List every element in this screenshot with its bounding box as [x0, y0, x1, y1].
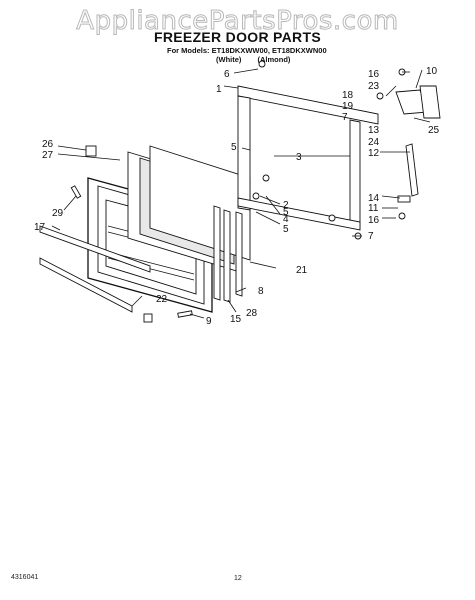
small-parts — [70, 145, 336, 323]
callout-11: 11 — [368, 203, 379, 214]
callout-4: 4 — [283, 214, 289, 225]
callout-7a: 7 — [342, 112, 348, 123]
callout-23: 23 — [368, 81, 380, 92]
callout-12: 12 — [368, 148, 380, 159]
callout-8: 8 — [258, 286, 264, 297]
callout-9: 9 — [206, 316, 212, 327]
handle-bars — [39, 225, 151, 313]
callout-10: 10 — [426, 66, 438, 77]
page-title: FREEZER DOOR PARTS — [154, 29, 321, 45]
document-number: 4316041 — [11, 574, 39, 581]
callout-5c: 5 — [283, 224, 289, 235]
callout-5a: 5 — [231, 142, 237, 153]
callout-16a: 16 — [368, 69, 380, 80]
callout-27: 27 — [42, 150, 54, 161]
gasket-strips — [213, 205, 243, 303]
callout-22: 22 — [156, 294, 168, 305]
callout-16b: 16 — [368, 215, 380, 226]
callout-21: 21 — [296, 265, 308, 276]
callout-14: 14 — [368, 193, 380, 204]
callout-6: 6 — [224, 69, 230, 80]
callout-7b: 7 — [368, 231, 374, 242]
callout-17: 17 — [34, 222, 46, 233]
callout-18: 18 — [342, 90, 354, 101]
callout-13: 13 — [368, 125, 380, 136]
watermark: AppliancePartsPros.com — [76, 6, 399, 37]
callout-15: 15 — [230, 314, 242, 325]
callout-29: 29 — [52, 208, 64, 219]
models-line: For Models: ET18DKXWW00, ET18DKXWN00 — [167, 46, 327, 55]
callout-labels: 1 2 3 4 5 5 5 6 7 7 7 8 9 10 11 12 13 14… — [34, 66, 440, 327]
variants-line: (White) (Almond) — [216, 55, 291, 64]
callout-24: 24 — [368, 137, 380, 148]
leader-lines — [51, 68, 431, 319]
callout-1: 1 — [216, 84, 222, 95]
callout-26: 26 — [42, 139, 54, 150]
frame-rail — [237, 85, 379, 231]
page-number: 12 — [234, 575, 242, 582]
callout-3: 3 — [296, 152, 302, 163]
callout-25: 25 — [428, 125, 440, 136]
callout-5b: 5 — [283, 207, 289, 218]
callout-19: 19 — [342, 101, 354, 112]
callout-28: 28 — [246, 308, 258, 319]
callout-2: 2 — [283, 200, 289, 211]
